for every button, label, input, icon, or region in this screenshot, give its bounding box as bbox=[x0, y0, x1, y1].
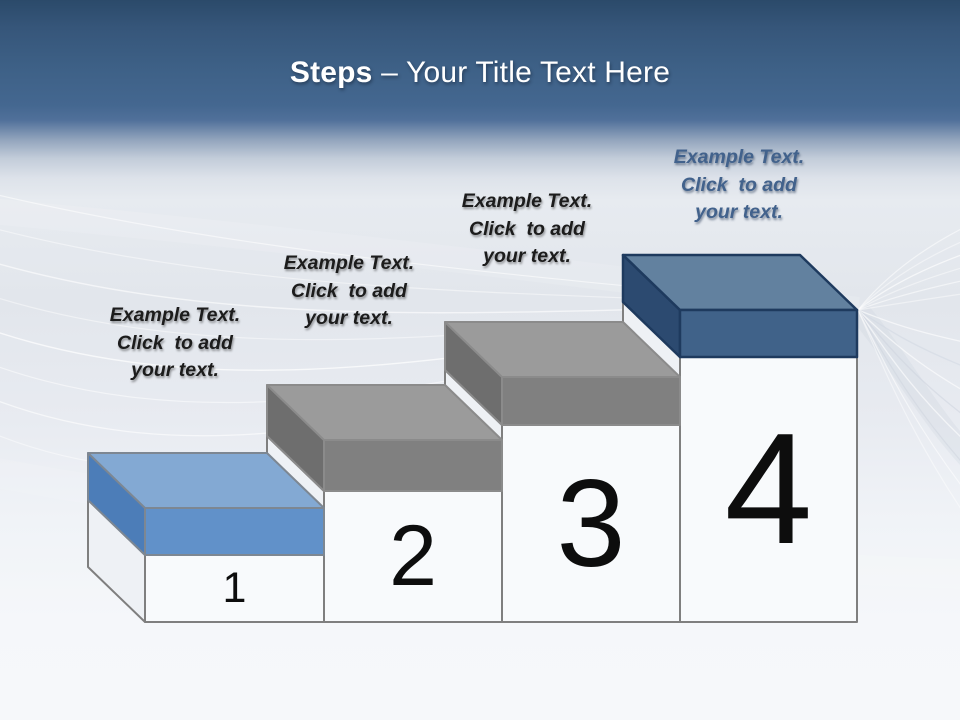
slide-title: Steps – Your Title Text Here bbox=[0, 56, 960, 90]
step-3-label-placeholder[interactable]: Example Text. Click to add your text. bbox=[461, 190, 593, 267]
step-2-number: 2 bbox=[389, 508, 437, 604]
step-4-number: 4 bbox=[724, 401, 813, 577]
step-4-cap-front-face bbox=[678, 308, 859, 359]
step-2-cap-front-face bbox=[323, 439, 503, 492]
step-2-label-placeholder[interactable]: Example Text. Click to add your text. bbox=[283, 252, 415, 329]
title-emphasis: Steps bbox=[289, 56, 373, 89]
step-1-label-placeholder[interactable]: Example Text. Click to add your text. bbox=[109, 304, 241, 381]
step-1-cap-front-face bbox=[144, 507, 325, 556]
step-3-cap-front-face bbox=[501, 376, 681, 426]
step-3-number: 3 bbox=[556, 454, 626, 593]
step-1-box bbox=[87, 452, 325, 623]
step-4-label-placeholder[interactable]: Example Text. Click to add your text. bbox=[673, 146, 805, 223]
title-rest: – Your Title Text Here bbox=[381, 56, 671, 89]
step-1-number: 1 bbox=[222, 564, 247, 612]
